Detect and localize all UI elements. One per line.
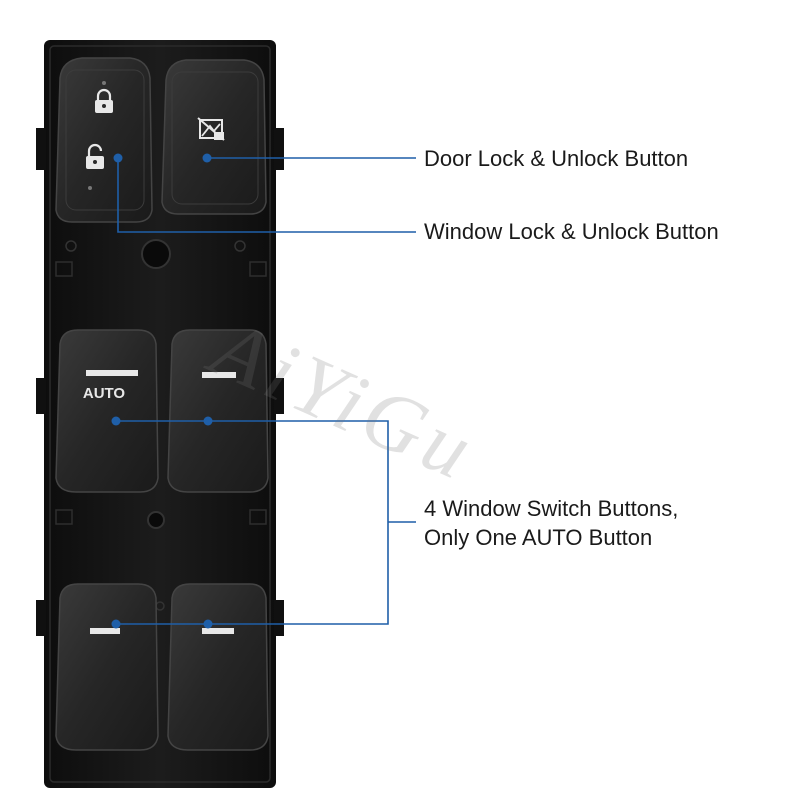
window-lock-icon <box>197 117 225 141</box>
window-lock-button[interactable] <box>161 59 267 215</box>
auto-label: AUTO <box>83 385 126 402</box>
callout-window-lock-text: Window Lock & Unlock Button <box>424 219 719 244</box>
callout-door-lock-text: Door Lock & Unlock Button <box>424 146 689 171</box>
indicator-bar <box>202 628 234 634</box>
window-switch-front-right[interactable] <box>167 329 269 493</box>
leader-lines <box>116 157 416 625</box>
callout-door-lock: Door Lock & Unlock Button <box>424 144 688 173</box>
window-switch-rear-right[interactable] <box>167 583 269 751</box>
leader-line-window <box>117 158 416 233</box>
callout-window-lock: Window Lock & Unlock Button <box>424 217 719 246</box>
padlock-open-icon <box>86 143 104 169</box>
indicator-bar <box>90 628 120 634</box>
callout-window-switches: 4 Window Switch Buttons, Only One AUTO B… <box>424 494 678 552</box>
leader-dot <box>203 619 213 629</box>
padlock-closed-icon <box>95 88 113 113</box>
indicator-bar <box>86 370 138 376</box>
door-lock-button[interactable] <box>55 57 153 223</box>
window-switch-front-left[interactable]: AUTO <box>55 329 159 493</box>
leader-dot <box>113 153 123 163</box>
leader-dot <box>202 153 212 163</box>
leader-dot <box>203 416 213 426</box>
leader-dot <box>111 416 121 426</box>
window-switch-rear-left[interactable] <box>55 583 159 751</box>
indicator-bar <box>202 372 236 378</box>
leader-dots <box>111 153 213 629</box>
callout-window-switches-line2: Only One AUTO Button <box>424 525 653 550</box>
callout-window-switches-line1: 4 Window Switch Buttons, <box>424 496 679 521</box>
leader-dot <box>111 619 121 629</box>
